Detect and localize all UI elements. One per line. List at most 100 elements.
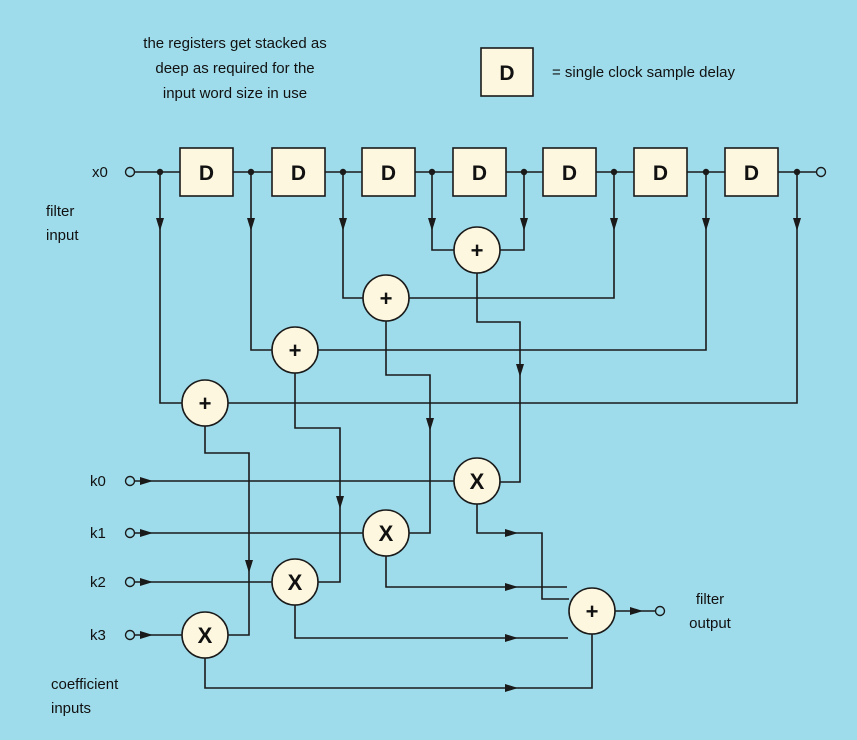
junction-dot	[156, 168, 164, 176]
junction-dots	[156, 168, 801, 176]
multiplier-node	[181, 611, 229, 659]
arrow-down	[520, 218, 528, 231]
junction-dot	[610, 168, 618, 176]
delay-register	[452, 147, 507, 197]
junction-dot	[702, 168, 710, 176]
coefficient-label-k0: k0	[90, 473, 106, 490]
arrow-right	[140, 477, 153, 485]
tap6-to-adder3	[318, 172, 707, 351]
arrow-down	[245, 560, 253, 573]
multiplier-symbol: X	[288, 570, 303, 595]
multipliers: X X X X	[181, 457, 501, 659]
labels: x0 filter input k0 k1 k2 k3 coefficient …	[46, 164, 732, 717]
delay-label: D	[653, 162, 668, 185]
arrow-down	[610, 218, 618, 231]
input-terminal	[124, 166, 136, 178]
adder-symbol: +	[586, 599, 599, 624]
junction-dot	[520, 168, 528, 176]
output-summing-node	[568, 587, 616, 635]
mult-k3-to-sum	[204, 634, 593, 689]
arrow-right	[505, 684, 518, 692]
delay-label: D	[291, 162, 306, 185]
multiplier-node	[271, 558, 319, 606]
input-caption-line-1: filter	[46, 203, 74, 220]
adder-symbol: +	[289, 338, 302, 363]
delay-label: D	[199, 162, 214, 185]
coefficient-caption-line-2: inputs	[51, 700, 91, 717]
junction-dot	[428, 168, 436, 176]
arrow-right	[505, 634, 518, 642]
delay-label: D	[381, 162, 396, 185]
coefficient-caption-line-1: coefficient	[51, 676, 119, 693]
output-terminal	[654, 605, 666, 617]
arrow-down	[156, 218, 164, 231]
note-line-1: the registers get stacked as	[143, 35, 326, 52]
adders: + + + + +	[181, 226, 616, 635]
delay-register	[633, 147, 688, 197]
arrow-down	[793, 218, 801, 231]
tap4-to-adder1	[500, 172, 525, 251]
tap2-to-adder2	[342, 172, 363, 299]
adder-symbol: +	[199, 391, 212, 416]
delay-register	[542, 147, 597, 197]
adder-node	[362, 274, 410, 322]
adder-node	[453, 226, 501, 274]
legend-delay-symbol: D	[499, 62, 514, 85]
junction-dot	[339, 168, 347, 176]
k3-terminal	[124, 629, 136, 641]
arrow-down	[336, 496, 344, 509]
tap1-to-adder3	[250, 172, 272, 351]
delay-register	[179, 147, 234, 197]
coefficient-label-k3: k3	[90, 627, 106, 644]
legend: D = single clock sample delay	[480, 47, 736, 97]
k2-terminal	[124, 576, 136, 588]
multiplier-symbol: X	[470, 469, 485, 494]
note-line-3: input word size in use	[163, 85, 307, 102]
arrow-down	[428, 218, 436, 231]
tap0-to-adder4	[159, 172, 182, 404]
delay-label: D	[744, 162, 759, 185]
legend-text: = single clock sample delay	[552, 64, 736, 81]
multiplier-node	[453, 457, 501, 505]
adder1-to-mult-k0	[476, 273, 521, 483]
legend-delay-box	[480, 47, 534, 97]
k0-terminal	[124, 475, 136, 487]
arrow-right	[505, 583, 518, 591]
arrow-right	[140, 529, 153, 537]
adder3-to-mult-k2	[294, 373, 341, 583]
delay-register	[361, 147, 416, 197]
adder-node	[271, 326, 319, 374]
adder-symbol: +	[380, 286, 393, 311]
multiplier-symbol: X	[198, 623, 213, 648]
register-note: the registers get stacked as deep as req…	[143, 35, 326, 102]
arrow-down	[702, 218, 710, 231]
delay-registers: D D D D D D D	[179, 147, 779, 197]
adder-symbol: +	[471, 238, 484, 263]
adder-node	[181, 379, 229, 427]
mult-k0-to-sum	[476, 504, 569, 600]
arrow-right	[140, 631, 153, 639]
delay-register	[724, 147, 779, 197]
note-line-2: deep as required for the	[155, 60, 314, 77]
k1-terminal	[124, 527, 136, 539]
arrow-down	[339, 218, 347, 231]
tap7-to-adder4	[228, 172, 798, 404]
output-caption-line-1: filter	[696, 591, 724, 608]
arrow-down	[247, 218, 255, 231]
arrow-right	[505, 529, 518, 537]
coefficient-label-k1: k1	[90, 525, 106, 542]
arrow-right	[630, 607, 643, 615]
arrow-down	[426, 418, 434, 431]
coefficient-label-k2: k2	[90, 574, 106, 591]
adder4-to-mult-k3	[204, 426, 250, 636]
junction-dot	[793, 168, 801, 176]
delay-line-end-terminal	[815, 166, 827, 178]
multiplier-symbol: X	[379, 521, 394, 546]
arrowheads	[140, 218, 801, 692]
mult-k2-to-sum	[294, 605, 568, 639]
terminals	[124, 166, 827, 641]
output-caption-line-2: output	[689, 615, 732, 632]
arrow-down	[516, 364, 524, 377]
